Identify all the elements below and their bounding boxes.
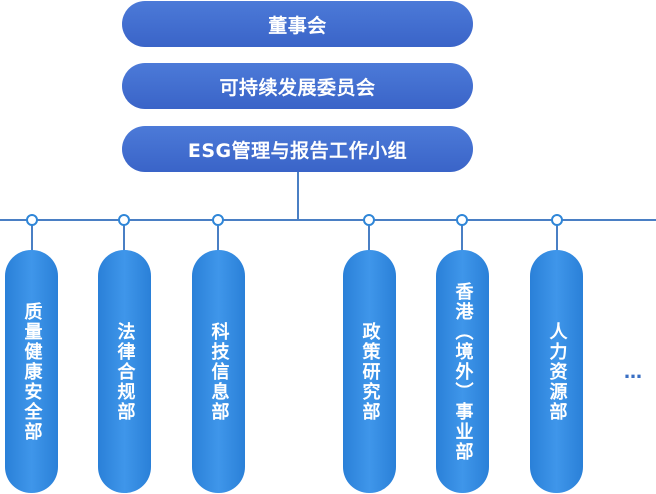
dept-label: 香港（境外）事业部	[452, 281, 474, 462]
branch-line-1	[31, 225, 33, 251]
sustainability-committee-label: 可持续发展委员会	[219, 76, 376, 99]
dept-label: 政策研究部	[359, 321, 381, 422]
junction-node-1	[26, 214, 38, 226]
board-label: 董事会	[268, 14, 327, 37]
junction-node-6	[551, 214, 563, 226]
branch-line-5	[461, 225, 463, 251]
dept-label: 法律合规部	[114, 321, 136, 422]
dept-human-resources: 人力资源部	[530, 250, 583, 493]
branch-line-2	[123, 225, 125, 251]
branch-line-3	[217, 225, 219, 251]
dept-label: 科技信息部	[208, 321, 230, 422]
dept-hongkong-overseas: 香港（境外）事业部	[436, 250, 489, 493]
sustainability-committee-box: 可持续发展委员会	[122, 63, 473, 109]
board-box: 董事会	[122, 1, 473, 47]
dept-label: 质量健康安全部	[21, 301, 43, 442]
more-departments-ellipsis: …	[624, 362, 643, 383]
dept-legal-compliance: 法律合规部	[98, 250, 151, 493]
dept-policy-research: 政策研究部	[343, 250, 396, 493]
junction-node-5	[456, 214, 468, 226]
junction-node-2	[118, 214, 130, 226]
dept-label: 人力资源部	[546, 321, 568, 422]
vertical-trunk-line	[297, 172, 299, 220]
junction-node-4	[363, 214, 375, 226]
horizontal-branch-line	[0, 219, 656, 221]
esg-working-group-label: ESG管理与报告工作小组	[187, 139, 408, 162]
dept-technology-information: 科技信息部	[192, 250, 245, 493]
dept-quality-health-safety: 质量健康安全部	[5, 250, 58, 493]
junction-node-3	[212, 214, 224, 226]
branch-line-6	[556, 225, 558, 251]
esg-working-group-box: ESG管理与报告工作小组	[122, 126, 473, 172]
branch-line-4	[368, 225, 370, 251]
